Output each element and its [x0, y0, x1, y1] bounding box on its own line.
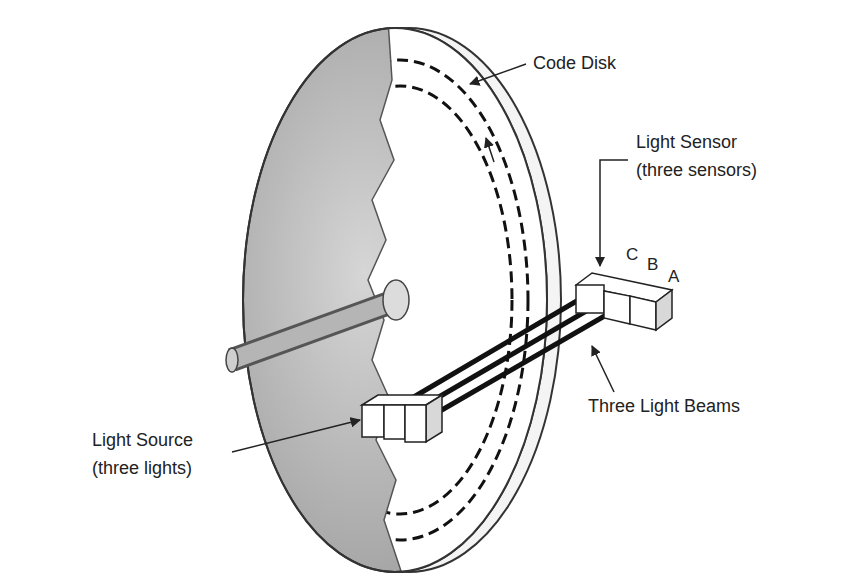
code-track [288, 86, 512, 514]
part-label: Code Disk [533, 49, 616, 77]
code-track [272, 60, 528, 540]
light-sensor [576, 273, 672, 330]
part-label: Three Light Beams [588, 392, 740, 420]
sensor-letter: C [626, 244, 638, 266]
light-source [362, 395, 442, 442]
sensor-letter: B [647, 254, 658, 276]
part-label: Light Sensor (three sensors) [636, 128, 776, 184]
hub [383, 280, 409, 320]
sensor-letter: A [668, 266, 679, 288]
leader-lines [232, 64, 628, 452]
shaft [232, 302, 392, 360]
part-label: Light Source (three lights) [92, 426, 220, 482]
